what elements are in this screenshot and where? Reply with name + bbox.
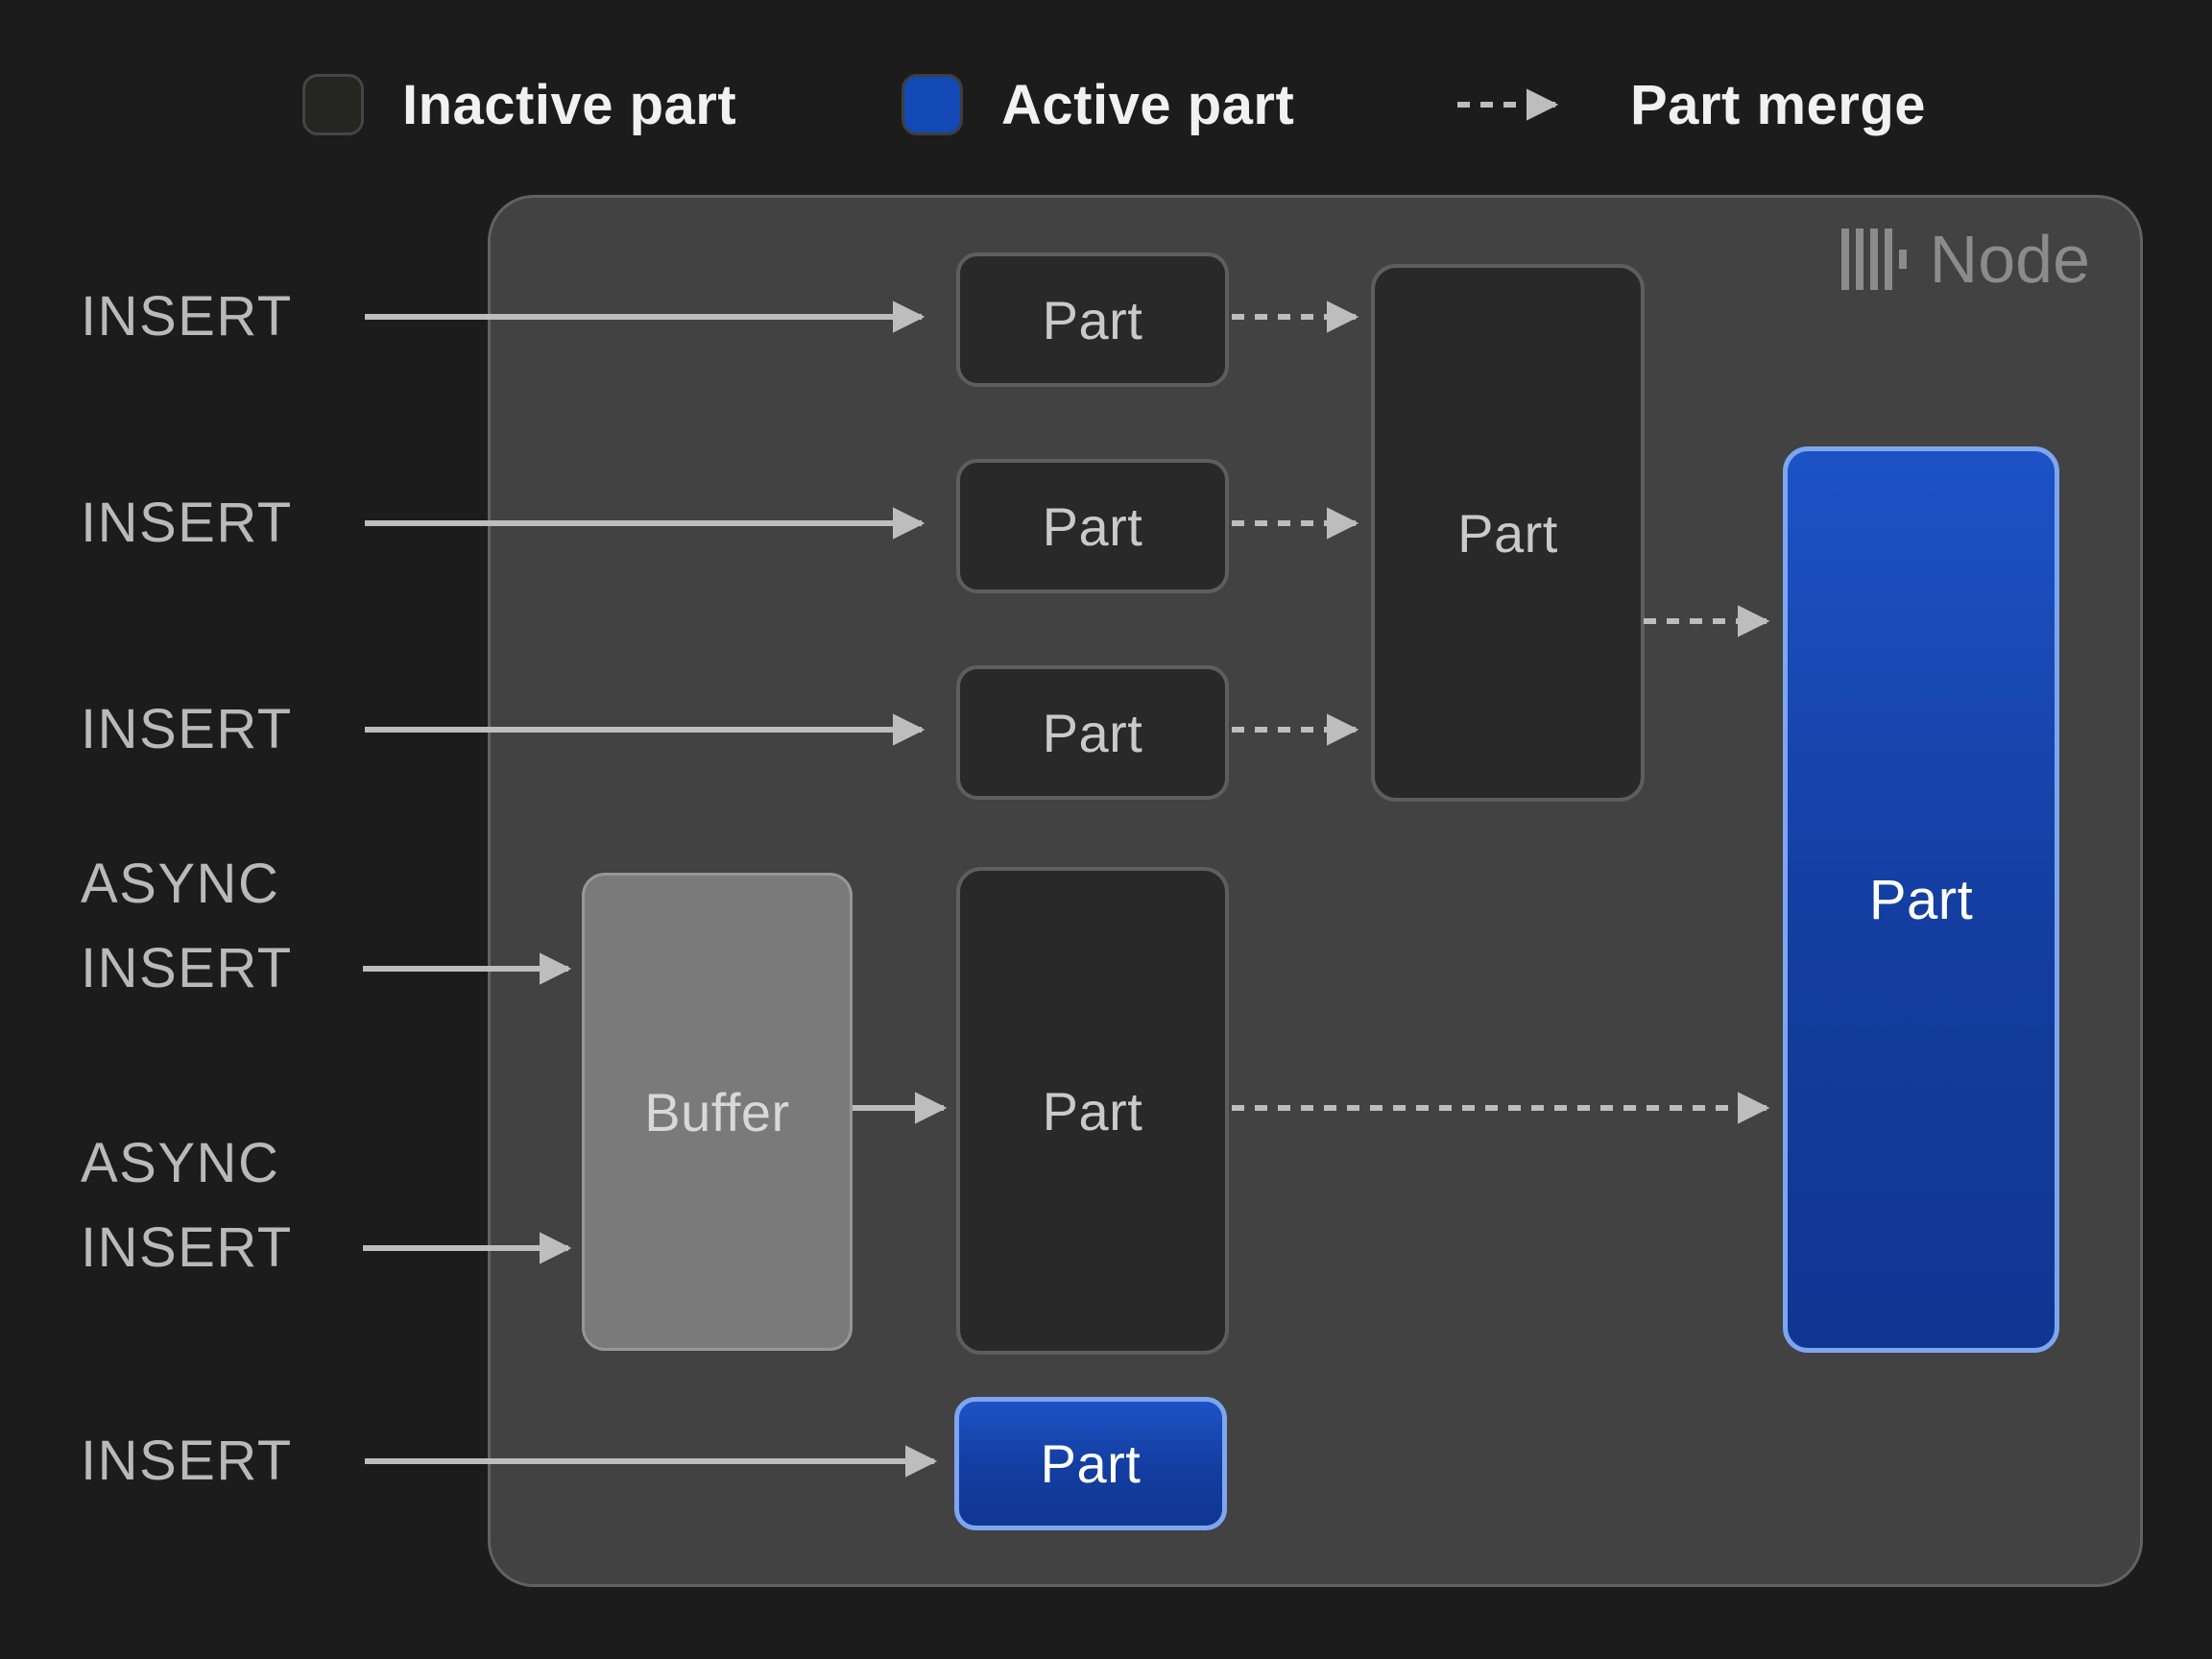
active-part-swatch xyxy=(902,74,963,135)
node-label: Node xyxy=(1840,221,2090,298)
async-insert-line2: INSERT xyxy=(81,1216,293,1279)
inactive-part-swatch xyxy=(302,74,364,135)
clickhouse-logo-icon xyxy=(1840,228,1907,290)
part-box-active-bottom: Part xyxy=(954,1397,1227,1530)
part-box-label: Part xyxy=(1042,1080,1143,1142)
insert-label-1: INSERT xyxy=(81,285,293,348)
buffer-box: Buffer xyxy=(582,873,853,1351)
part-box-inactive-3: Part xyxy=(956,665,1229,800)
part-box-label: Part xyxy=(1868,868,1974,931)
part-box-inactive-2: Part xyxy=(956,459,1229,593)
legend-label-inactive: Inactive part xyxy=(402,73,737,136)
part-box-active-main: Part xyxy=(1783,446,2059,1353)
legend-label-active: Active part xyxy=(1001,73,1295,136)
legend-item-inactive: Inactive part xyxy=(302,71,736,138)
async-insert-label-2: ASYNC INSERT xyxy=(81,1121,293,1290)
node-title: Node xyxy=(1929,222,2090,297)
insert-label-3: INSERT xyxy=(81,698,293,760)
legend-item-merge: Part merge xyxy=(1452,71,1926,138)
async-insert-line1: ASYNC xyxy=(81,1132,280,1194)
part-box-label: Part xyxy=(1042,495,1143,557)
async-insert-line2: INSERT xyxy=(81,937,293,999)
part-box-label: Part xyxy=(1040,1433,1142,1494)
merge-arrow-icon xyxy=(1457,88,1559,121)
part-box-async: Part xyxy=(956,867,1229,1355)
part-box-label: Part xyxy=(1042,702,1143,763)
legend-item-active: Active part xyxy=(902,71,1294,138)
insert-label-2: INSERT xyxy=(81,492,293,554)
node-container: Node Part Part Part Part Part Buffer Par… xyxy=(488,195,2143,1587)
async-insert-label-1: ASYNC INSERT xyxy=(81,842,293,1011)
part-box-label: Part xyxy=(1457,502,1558,564)
buffer-box-label: Buffer xyxy=(644,1081,790,1142)
insert-label-bottom: INSERT xyxy=(81,1430,293,1492)
legend-label-merge: Part merge xyxy=(1630,73,1927,136)
part-box-inactive-1: Part xyxy=(956,252,1229,387)
part-box-label: Part xyxy=(1042,289,1143,350)
async-insert-line1: ASYNC xyxy=(81,853,280,915)
part-box-merged: Part xyxy=(1371,264,1645,802)
